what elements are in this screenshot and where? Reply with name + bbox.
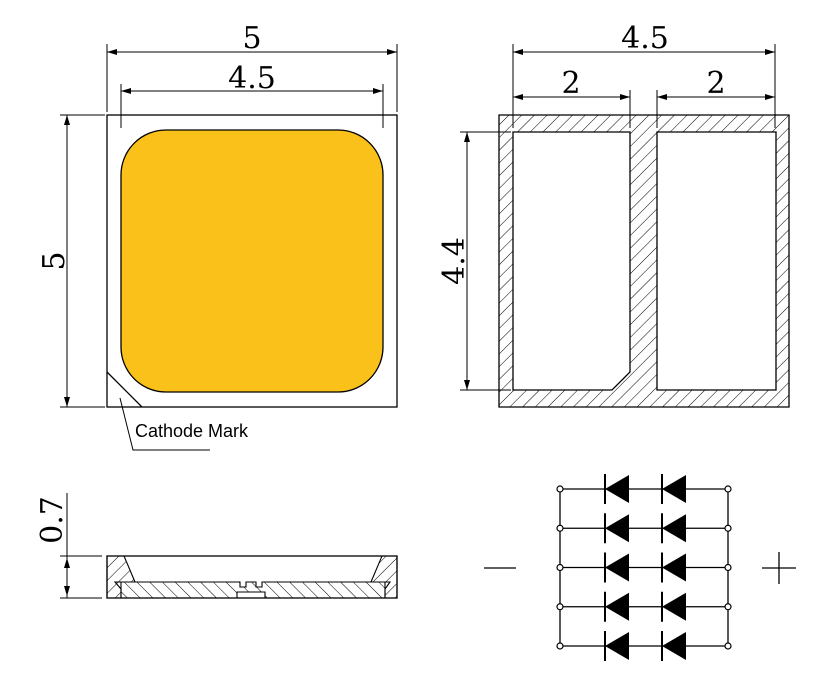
diode-icon: [662, 592, 686, 621]
dim-thickness-label: 0.7: [35, 496, 70, 544]
dim-bottom-height-label: 4.4: [437, 237, 472, 285]
node-icon: [724, 603, 732, 611]
node-icon: [556, 563, 564, 572]
emitter-chip: [120, 129, 384, 393]
cathode-leader: [119, 397, 210, 451]
diode-icon: [605, 632, 629, 660]
dim-pad-right-label: 2: [706, 66, 725, 101]
cathode-label: Cathode Mark: [135, 421, 249, 441]
node-icon: [556, 524, 564, 532]
dim-height-outer-label: 5: [37, 251, 72, 270]
diode-icon: [662, 475, 686, 503]
node-icon: [724, 524, 732, 532]
diode-icon: [662, 632, 686, 660]
bottom-view: 4.5 2 2 4.4: [437, 21, 790, 408]
node-icon: [556, 642, 564, 650]
diode-icon: [662, 553, 686, 582]
node-icon: [556, 485, 564, 493]
diode-icon: [605, 514, 629, 543]
node-icon: [556, 603, 564, 611]
diode-icon: [605, 475, 629, 503]
circuit-schematic: [484, 474, 796, 661]
pad-layout: [498, 114, 790, 408]
node-icon: [724, 642, 732, 650]
cathode-mark: [106, 371, 143, 408]
node-icon: [724, 485, 732, 493]
package-outline: [106, 114, 398, 408]
top-view: Cathode Mark 5 4.5 5: [37, 21, 398, 451]
dim-pad-left-label: 2: [561, 66, 580, 101]
dim-width-inner-label: 4.5: [228, 61, 276, 96]
diode-icon: [662, 514, 686, 543]
dim-width-outer-label: 5: [242, 21, 261, 56]
node-icon: [724, 563, 732, 572]
side-view: 0.7: [35, 493, 398, 599]
dim-bottom-width-label: 4.5: [621, 21, 669, 56]
diode-icon: [605, 592, 629, 621]
diode-icon: [605, 553, 629, 582]
